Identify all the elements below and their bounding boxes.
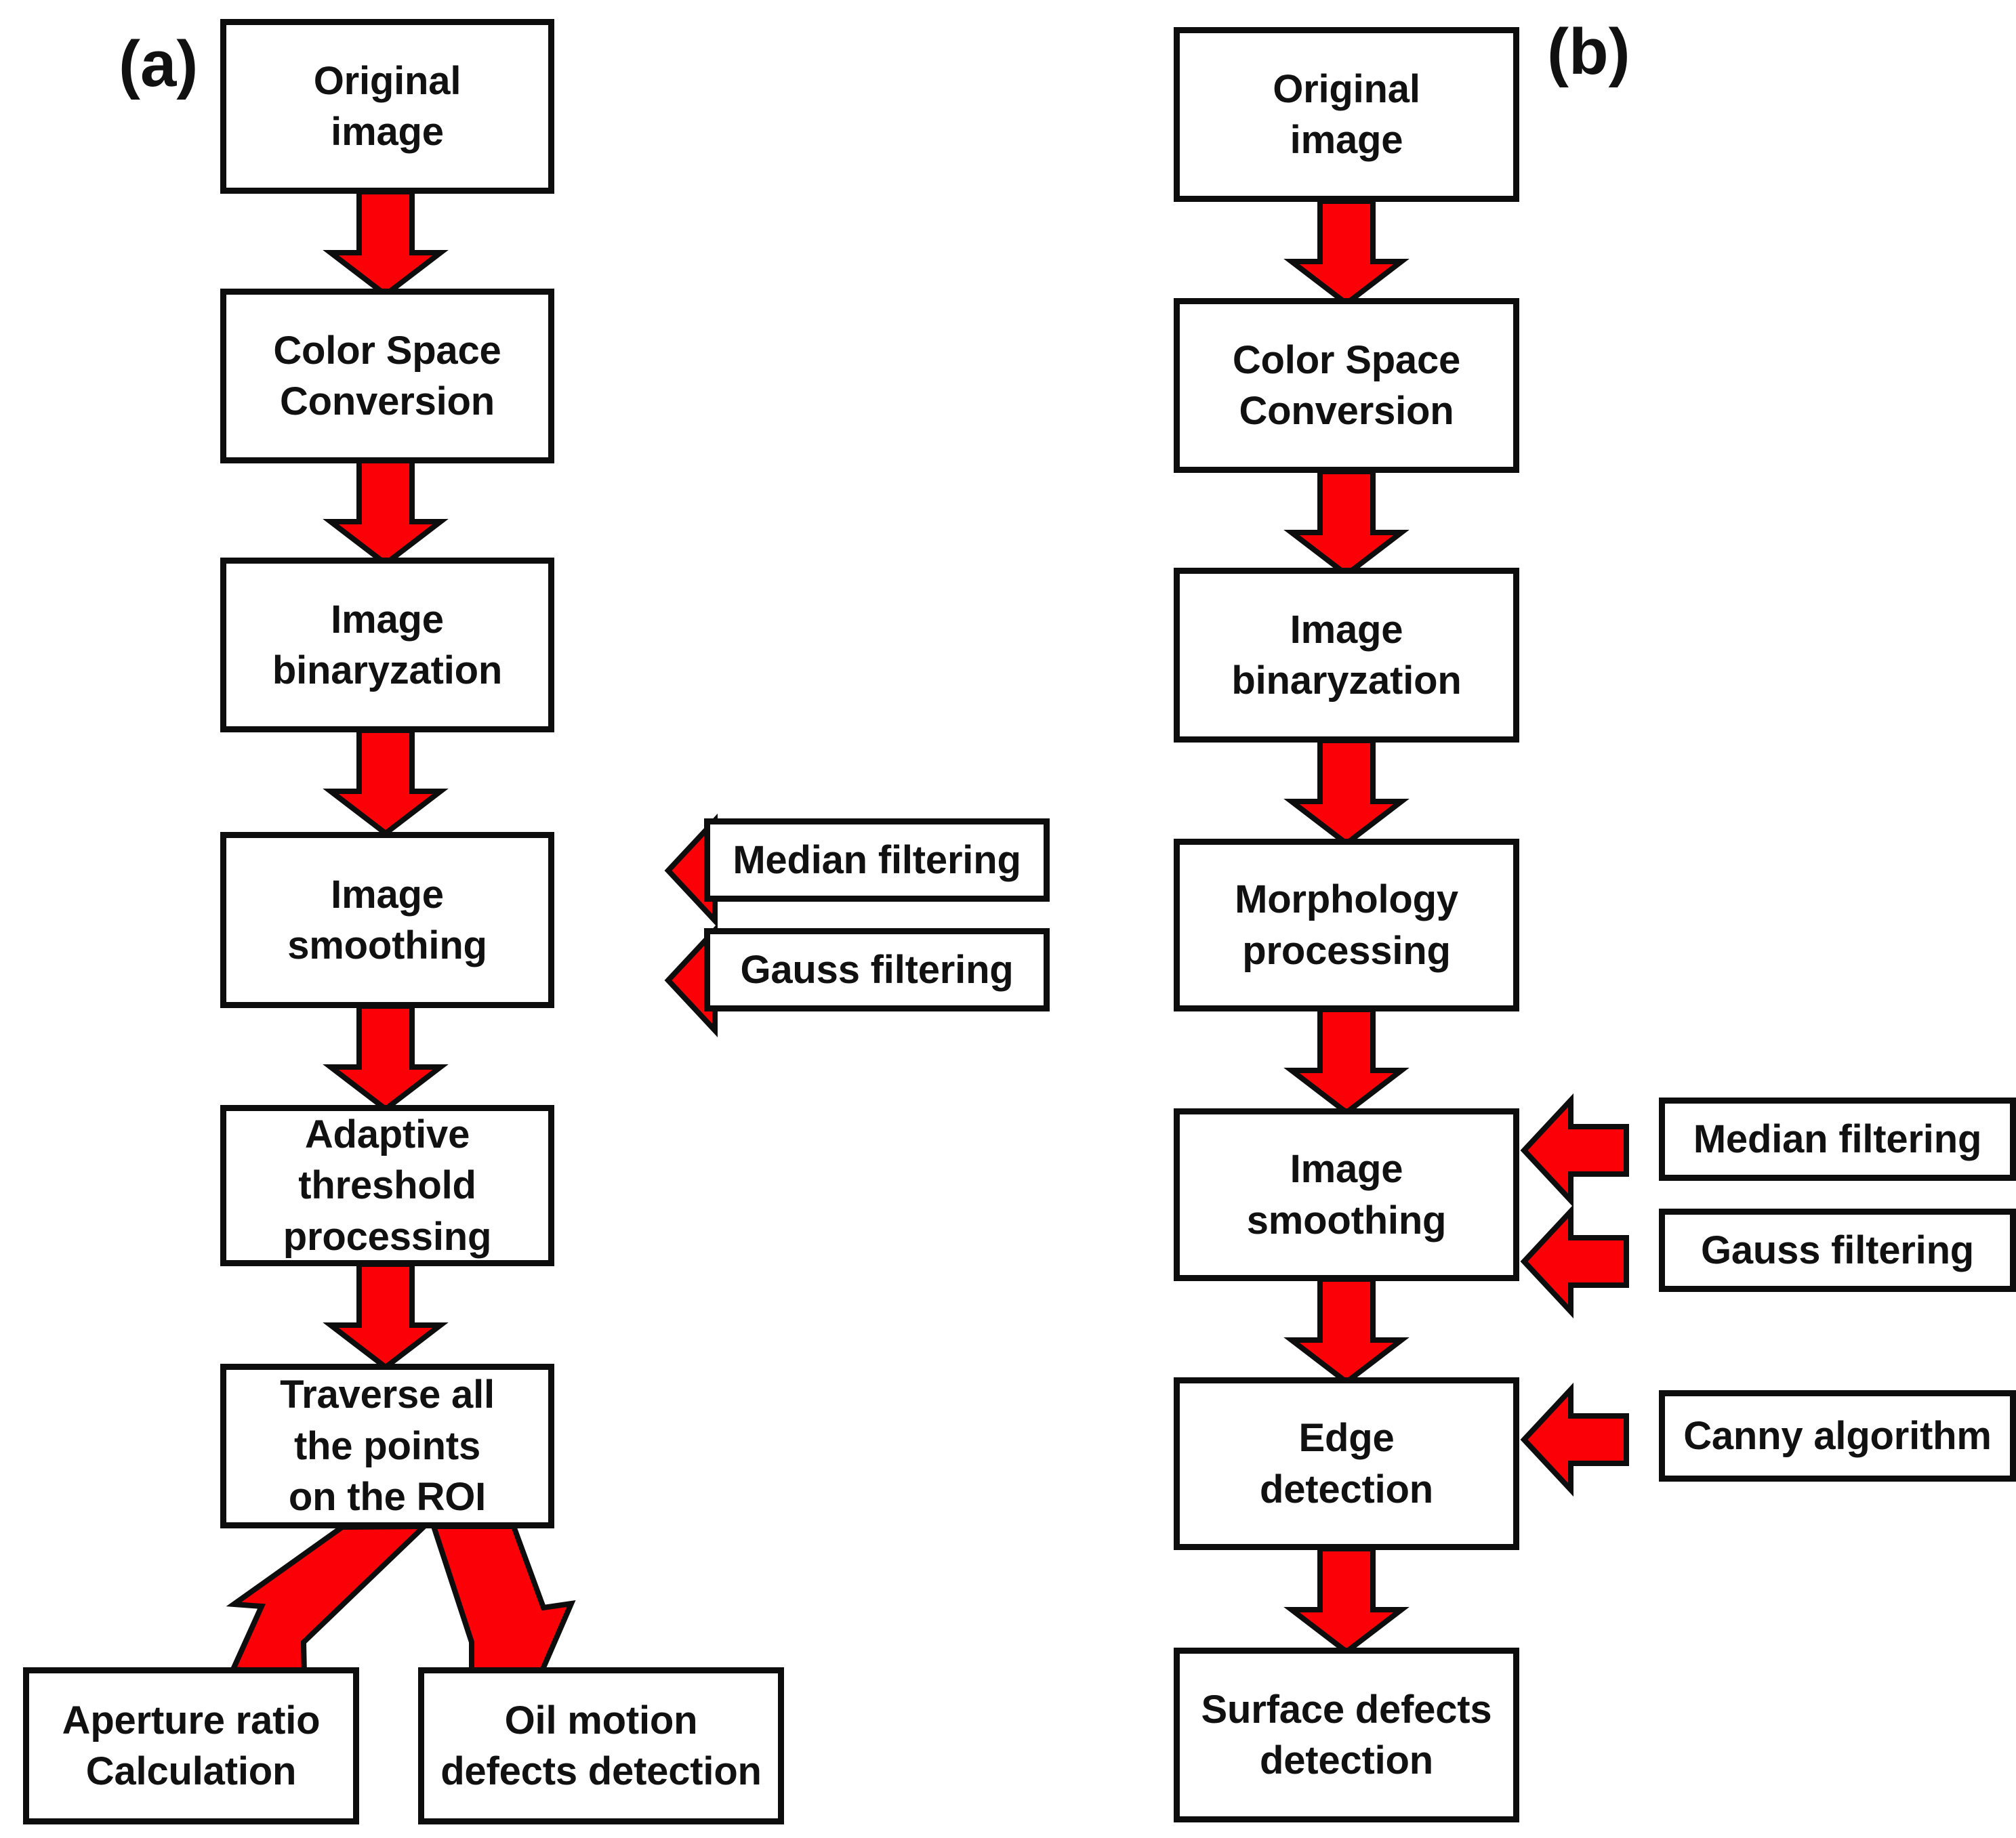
arrow-a-adaptive-to-traverse: [323, 1261, 449, 1371]
node-b-original-image[interactable]: Original image: [1174, 27, 1519, 202]
arrow-a-colorspace-to-binaryzation: [323, 458, 449, 568]
arrow-a-traverse-to-oilmotion: [430, 1524, 576, 1678]
arrow-b-morphology-to-smoothing: [1283, 1007, 1410, 1116]
panel-a-tag: (a): [119, 28, 199, 100]
node-b-gauss-filtering[interactable]: Gauss filtering: [1659, 1209, 2016, 1292]
node-a-median-filtering[interactable]: Median filtering: [704, 818, 1050, 902]
node-a-gauss-filtering[interactable]: Gauss filtering: [704, 928, 1050, 1011]
arrow-a-original-to-colorspace: [323, 189, 449, 299]
panel-b-tag: (b): [1547, 16, 1630, 88]
arrow-b-original-to-colorspace: [1283, 199, 1410, 308]
node-b-morphology-processing[interactable]: Morphology processing: [1174, 839, 1519, 1011]
node-a-adaptive-threshold-processing[interactable]: Adaptive threshold processing: [220, 1105, 554, 1266]
arrow-b-binaryzation-to-morphology: [1283, 738, 1410, 848]
node-b-color-space-conversion[interactable]: Color Space Conversion: [1174, 298, 1519, 473]
arrow-b-median-to-smoothing: [1520, 1093, 1629, 1208]
arrow-b-smoothing-to-edge: [1283, 1276, 1410, 1386]
arrow-b-gauss-to-smoothing: [1520, 1204, 1629, 1319]
node-a-image-binaryzation[interactable]: Image binaryzation: [220, 558, 554, 732]
node-a-original-image[interactable]: Original image: [220, 19, 554, 194]
node-a-aperture-ratio-calculation[interactable]: Aperture ratio Calculation: [23, 1667, 359, 1824]
node-a-oil-motion-defects-detection[interactable]: Oil motion defects detection: [418, 1667, 784, 1824]
node-b-median-filtering[interactable]: Median filtering: [1659, 1098, 2016, 1181]
node-b-surface-defects-detection[interactable]: Surface defects detection: [1174, 1648, 1519, 1822]
node-b-image-smoothing[interactable]: Image smoothing: [1174, 1108, 1519, 1281]
node-a-color-space-conversion[interactable]: Color Space Conversion: [220, 289, 554, 463]
node-a-traverse-roi[interactable]: Traverse all the points on the ROI: [220, 1364, 554, 1528]
arrow-a-traverse-to-aperture: [226, 1523, 432, 1678]
node-b-edge-detection[interactable]: Edge detection: [1174, 1377, 1519, 1550]
node-b-image-binaryzation[interactable]: Image binaryzation: [1174, 568, 1519, 743]
arrow-b-canny-to-edge: [1520, 1382, 1629, 1497]
arrow-b-edge-to-surface: [1283, 1546, 1410, 1656]
node-a-image-smoothing[interactable]: Image smoothing: [220, 832, 554, 1008]
arrow-a-smoothing-to-adaptive: [323, 1003, 449, 1113]
arrow-a-binaryzation-to-smoothing: [323, 728, 449, 837]
node-b-canny-algorithm[interactable]: Canny algorithm: [1659, 1390, 2016, 1482]
arrow-b-colorspace-to-binaryzation: [1283, 469, 1410, 579]
